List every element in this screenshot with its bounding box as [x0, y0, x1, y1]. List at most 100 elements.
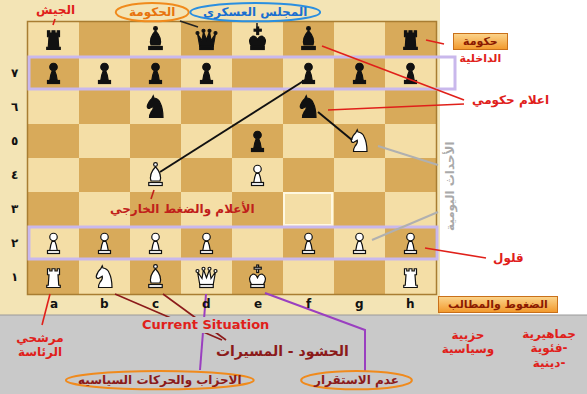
board-square — [79, 260, 130, 294]
board-square — [283, 22, 334, 56]
chess-piece — [147, 96, 163, 118]
chess-piece — [201, 63, 213, 83]
board-square — [334, 124, 385, 158]
chess-piece — [196, 29, 217, 49]
coordinate-label: ١ — [11, 270, 18, 284]
board-square — [28, 22, 79, 56]
coordinate-label: f — [306, 297, 311, 311]
orange-ellipse: عدم الاستقرار — [300, 370, 413, 390]
board-square — [130, 226, 181, 260]
chess-piece — [303, 233, 315, 253]
leader-line — [160, 80, 305, 172]
bottom-band — [0, 315, 587, 394]
board-square — [28, 192, 79, 226]
leader-line — [42, 294, 50, 325]
board-square — [79, 90, 130, 124]
chess-piece — [149, 163, 163, 186]
ellipse-shape — [301, 371, 412, 389]
board-square — [385, 158, 436, 192]
node-sublabel: الداخلية — [453, 52, 508, 65]
coordinate-label: ٢ — [11, 236, 18, 250]
coordinate-label: e — [254, 297, 262, 311]
board-square — [130, 22, 181, 56]
board-square — [232, 124, 283, 158]
annotation-label: الحشود - المسيرات — [216, 343, 349, 360]
chess-piece — [99, 233, 111, 253]
annotation-label: جماهيرية -فئوية -دينية — [518, 327, 580, 370]
board-square — [232, 56, 283, 90]
chess-board — [28, 22, 436, 294]
board-square — [79, 158, 130, 192]
chess-piece — [404, 269, 418, 288]
board-square — [283, 158, 334, 192]
coordinate-label: ٦ — [11, 100, 18, 114]
leader-line — [53, 19, 55, 25]
board-square — [334, 226, 385, 260]
leader-line — [328, 104, 464, 110]
leader-line — [265, 293, 365, 372]
coordinate-label: ٥ — [11, 134, 18, 148]
ellipse-shape — [116, 3, 189, 21]
board-square — [232, 22, 283, 56]
chess-piece — [149, 265, 163, 288]
board-square — [28, 158, 79, 192]
chess-piece — [47, 269, 61, 288]
board-square — [232, 90, 283, 124]
leader-line — [318, 112, 352, 140]
board-square — [181, 226, 232, 260]
chess-piece — [150, 63, 162, 83]
board-square — [283, 260, 334, 294]
coordinate-label: ٧ — [11, 66, 18, 80]
band-divider — [0, 315, 587, 316]
board-square — [79, 226, 130, 260]
annotation-label: مرشحي الرئاسة — [9, 331, 71, 360]
leader-line — [426, 40, 444, 44]
leader-line — [151, 190, 154, 199]
node-label: حكومة — [453, 33, 508, 50]
board-square — [334, 158, 385, 192]
leader-line — [372, 212, 438, 240]
coordinate-label: a — [50, 297, 58, 311]
chess-piece — [196, 267, 217, 287]
chess-piece — [96, 266, 112, 288]
orange-ellipse: الاحزاب والحركات السياسيه — [64, 370, 256, 390]
ellipse-shape — [66, 371, 254, 389]
chess-piece — [404, 31, 418, 50]
rank-bracket — [29, 227, 437, 259]
coordinate-label: ٤ — [11, 168, 18, 182]
node-label: الضغوط والمطالب — [438, 296, 558, 313]
node-label: عدم الاستقرار — [314, 373, 399, 387]
node-label: الحكومة — [129, 5, 175, 19]
leader-line — [180, 21, 198, 27]
board-square — [28, 124, 79, 158]
chess-piece — [302, 27, 316, 50]
leader-line — [425, 248, 486, 258]
board-square — [283, 124, 334, 158]
annotation-label: الجيش — [36, 3, 75, 17]
board-square — [232, 260, 283, 294]
node-label: المجلس العسكري — [203, 5, 307, 19]
annotation-label: الأعلام والضغط الخارجي — [110, 202, 255, 216]
chess-piece — [149, 27, 163, 50]
chess-piece — [354, 233, 366, 253]
board-square — [334, 90, 385, 124]
node-label: الاحزاب والحركات السياسيه — [78, 373, 242, 387]
board-square — [283, 226, 334, 260]
chess-piece — [250, 27, 266, 50]
orange-label-box: الضغوط والمطالب — [438, 293, 558, 313]
board-square — [232, 158, 283, 192]
board-square — [334, 192, 385, 226]
chess-piece — [99, 63, 111, 83]
orange-label-box: حكومة الداخلية — [453, 30, 508, 65]
chess-piece — [48, 233, 60, 253]
board-square — [181, 90, 232, 124]
leader-line — [378, 146, 438, 165]
board-square — [79, 22, 130, 56]
board-square — [130, 56, 181, 90]
board-square — [28, 260, 79, 294]
board-frame — [28, 22, 437, 295]
board-square — [130, 124, 181, 158]
annotation-label: الأحداث اليومية — [443, 141, 457, 231]
board-square — [181, 56, 232, 90]
board-square — [283, 56, 334, 90]
